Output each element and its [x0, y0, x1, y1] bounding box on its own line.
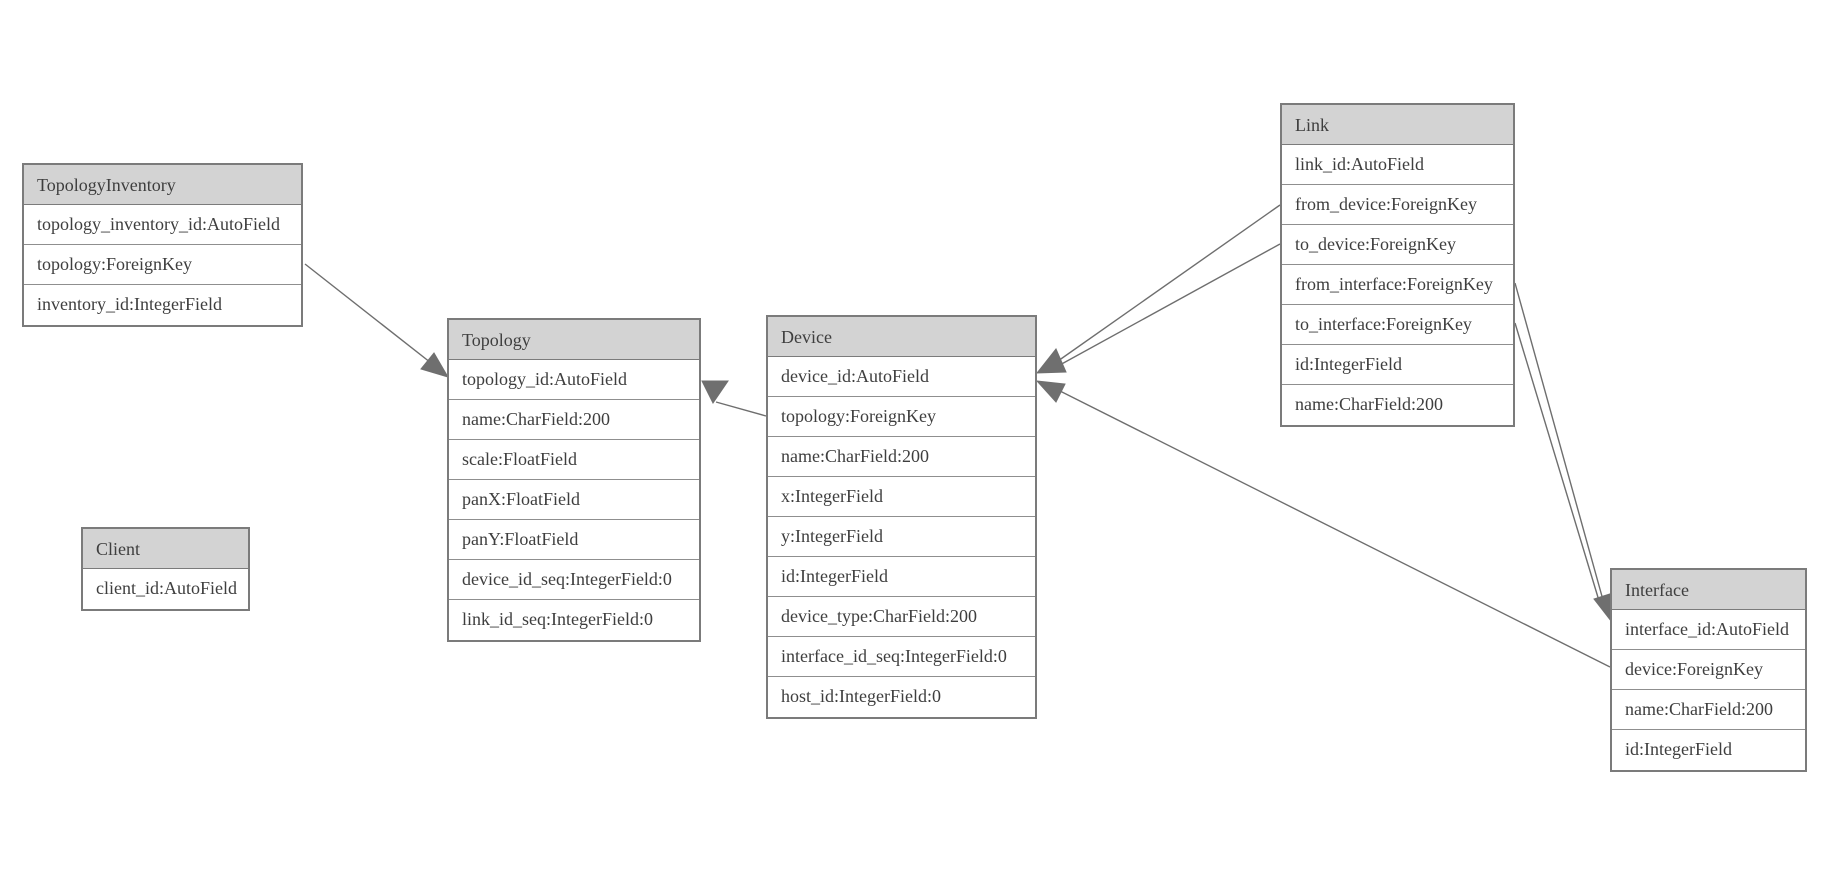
entity-client-header: Client	[83, 529, 248, 569]
entity-topologyinventory: TopologyInventory topology_inventory_id:…	[22, 163, 303, 327]
field-row: host_id:IntegerField:0	[768, 677, 1035, 717]
field-row: scale:FloatField	[449, 440, 699, 480]
entity-topology: Topology topology_id:AutoField name:Char…	[447, 318, 701, 642]
edge-link-to-interface	[1514, 322, 1601, 605]
field-row: id:IntegerField	[1612, 730, 1805, 770]
field-row: link_id:AutoField	[1282, 145, 1513, 185]
arrowhead-into-device-upper	[1035, 348, 1067, 374]
field-row: from_interface:ForeignKey	[1282, 265, 1513, 305]
field-row: id:IntegerField	[768, 557, 1035, 597]
field-row: from_device:ForeignKey	[1282, 185, 1513, 225]
entity-link: Link link_id:AutoField from_device:Forei…	[1280, 103, 1515, 427]
arrowhead-into-topology-right	[701, 380, 729, 404]
field-row: device:ForeignKey	[1612, 650, 1805, 690]
field-row: topology_inventory_id:AutoField	[24, 205, 301, 245]
field-row: panX:FloatField	[449, 480, 699, 520]
field-row: device_id:AutoField	[768, 357, 1035, 397]
arrowhead-into-device-lower	[1035, 380, 1066, 403]
field-row: device_type:CharField:200	[768, 597, 1035, 637]
arrowhead-into-topology-left	[420, 352, 450, 378]
edge-link-from-device	[1057, 204, 1281, 362]
entity-device: Device device_id:AutoField topology:Fore…	[766, 315, 1037, 719]
field-row: name:CharField:200	[1282, 385, 1513, 425]
edge-device-topology	[715, 401, 767, 417]
entity-link-header: Link	[1282, 105, 1513, 145]
field-row: to_interface:ForeignKey	[1282, 305, 1513, 345]
field-row: y:IntegerField	[768, 517, 1035, 557]
entity-topologyinventory-header: TopologyInventory	[24, 165, 301, 205]
field-row: topology_id:AutoField	[449, 360, 699, 400]
edge-link-from-interface	[1514, 282, 1604, 601]
entity-topology-header: Topology	[449, 320, 699, 360]
field-row: topology:ForeignKey	[24, 245, 301, 285]
field-row: panY:FloatField	[449, 520, 699, 560]
field-row: id:IntegerField	[1282, 345, 1513, 385]
field-row: interface_id:AutoField	[1612, 610, 1805, 650]
field-row: device_id_seq:IntegerField:0	[449, 560, 699, 600]
entity-device-header: Device	[768, 317, 1035, 357]
entity-interface-header: Interface	[1612, 570, 1805, 610]
field-row: interface_id_seq:IntegerField:0	[768, 637, 1035, 677]
field-row: inventory_id:IntegerField	[24, 285, 301, 325]
entity-client: Client client_id:AutoField	[81, 527, 250, 611]
field-row: x:IntegerField	[768, 477, 1035, 517]
field-row: client_id:AutoField	[83, 569, 248, 609]
field-row: to_device:ForeignKey	[1282, 225, 1513, 265]
entity-interface: Interface interface_id:AutoField device:…	[1610, 568, 1807, 772]
field-row: link_id_seq:IntegerField:0	[449, 600, 699, 640]
field-row: name:CharField:200	[1612, 690, 1805, 730]
edge-topologyinventory-topology	[304, 263, 441, 371]
field-row: name:CharField:200	[449, 400, 699, 440]
field-row: topology:ForeignKey	[768, 397, 1035, 437]
edge-interface-device	[1057, 389, 1611, 668]
edge-link-to-device	[1057, 243, 1281, 367]
field-row: name:CharField:200	[768, 437, 1035, 477]
